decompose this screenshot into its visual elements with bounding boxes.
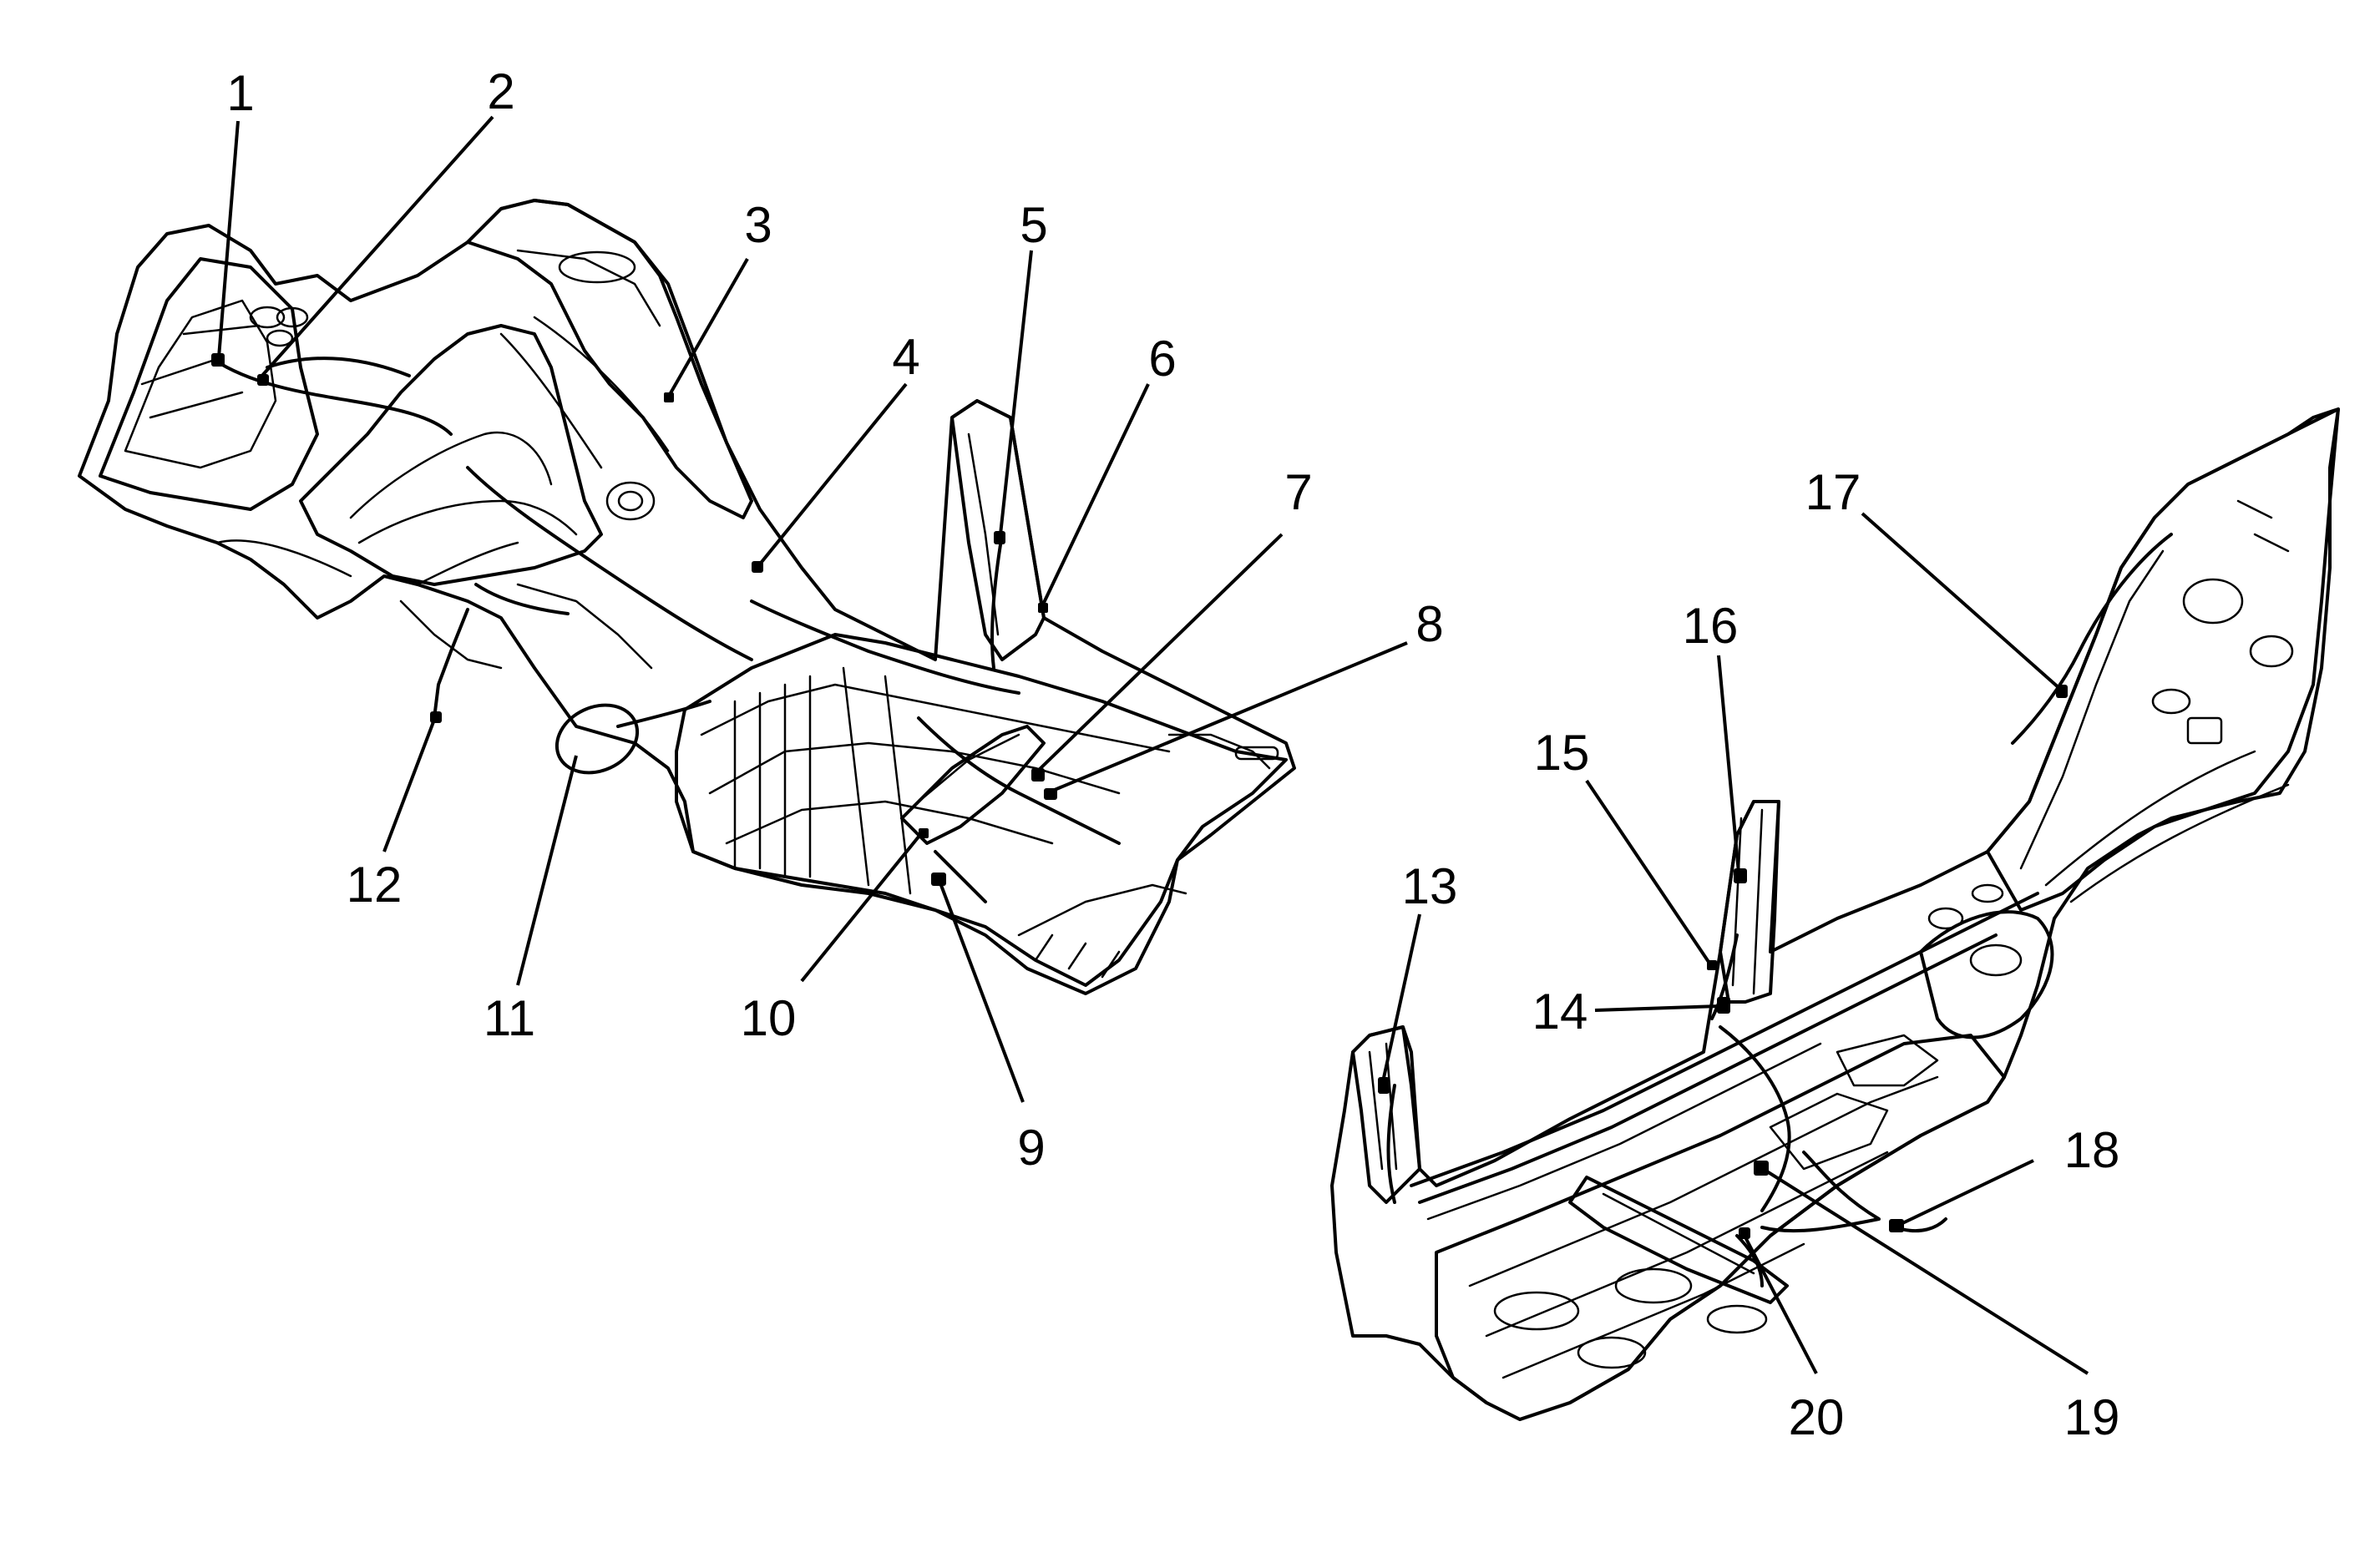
connector-14: [1717, 997, 1730, 1014]
callout-9: 9: [1017, 1120, 1045, 1176]
callout-10: 10: [741, 990, 797, 1046]
callout-2: 2: [487, 63, 514, 119]
connector-12: [430, 711, 442, 723]
connector-9: [931, 873, 946, 886]
callout-5: 5: [1020, 197, 1047, 253]
callout-11: 11: [484, 990, 535, 1046]
callout-4: 4: [892, 329, 919, 385]
leader-10: [800, 830, 924, 983]
leader-8: [1050, 641, 1408, 793]
callout-13: 13: [1402, 858, 1458, 914]
callout-17: 17: [1805, 464, 1861, 520]
connector-5: [994, 531, 1005, 544]
leader-2: [259, 115, 494, 379]
leader-4: [757, 382, 908, 568]
right-underbody-assembly: [1330, 407, 2340, 1421]
connector-6: [1038, 603, 1048, 613]
callout-15: 15: [1534, 725, 1590, 781]
callout-8: 8: [1415, 596, 1443, 652]
connector-16: [1734, 868, 1747, 883]
leader-lines: [217, 115, 2089, 1375]
callout-12: 12: [347, 857, 403, 913]
leader-20: [1742, 1233, 1818, 1374]
left-underbody-assembly: [78, 199, 1296, 995]
connector-1: [211, 353, 225, 367]
connector-18: [1889, 1219, 1904, 1232]
leader-9: [938, 880, 1025, 1103]
callout-16: 16: [1683, 598, 1739, 654]
callout-18: 18: [2064, 1122, 2120, 1178]
leader-3: [666, 258, 749, 398]
leader-15: [1585, 779, 1712, 966]
callout-14: 14: [1532, 984, 1588, 1040]
leader-19: [1759, 1166, 2089, 1375]
leader-12: [382, 719, 436, 852]
leader-13: [1380, 913, 1421, 1086]
leader-6: [1041, 383, 1150, 607]
callout-19: 19: [2064, 1389, 2120, 1445]
leader-14: [1594, 1004, 1721, 1012]
callout-20: 20: [1789, 1389, 1845, 1445]
leader-16: [1717, 655, 1740, 873]
callout-3: 3: [744, 197, 772, 253]
callout-1: 1: [226, 65, 254, 121]
callout-6: 6: [1148, 331, 1176, 387]
leader-5: [999, 250, 1033, 535]
leader-7: [1036, 533, 1284, 773]
callout-labels: 1 2 3 4 5 6 7 8 9 10 11 12 13 14 15 16 1…: [226, 63, 2119, 1445]
connector-7: [1031, 768, 1045, 782]
leader-18: [1896, 1159, 2034, 1227]
callout-7: 7: [1284, 464, 1312, 520]
leader-11: [516, 755, 578, 986]
connector-20: [1739, 1227, 1750, 1239]
leader-17: [1861, 512, 2063, 691]
leader-1: [217, 120, 240, 358]
